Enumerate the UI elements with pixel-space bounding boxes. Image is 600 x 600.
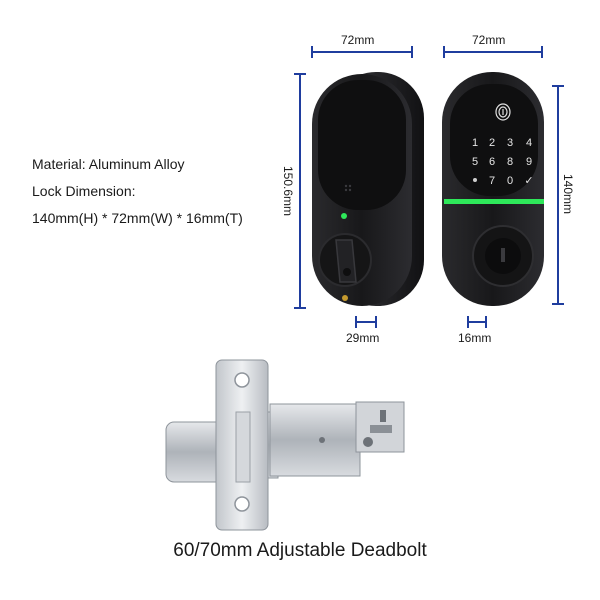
keypad-key[interactable]: 0 — [507, 175, 513, 187]
dimension-value: 140mm(H) * 72mm(W) * 16mm(T) — [32, 210, 243, 226]
front-thickness-label: 29mm — [346, 331, 380, 345]
deadbolt-latch — [165, 359, 405, 531]
keypad-key[interactable]: 3 — [507, 137, 513, 149]
keypad-key[interactable]: 5 — [472, 156, 478, 168]
keypad-key[interactable]: 1 — [472, 137, 478, 149]
keypad-key[interactable]: 7 — [489, 175, 495, 187]
back-thickness-label: 16mm — [458, 331, 492, 345]
key-cylinder-icon — [472, 225, 534, 287]
indicator-bar-icon — [444, 199, 544, 204]
front-height-label: 150.6mm — [281, 165, 295, 217]
keypad-key[interactable]: 9 — [526, 156, 532, 168]
keypad-key[interactable]: 4 — [526, 137, 532, 149]
keypad-key[interactable]: ✓ — [524, 175, 533, 187]
front-lock-unit — [312, 72, 424, 306]
back-height-label: 140mm — [561, 173, 575, 214]
front-width-label: 72mm — [341, 33, 375, 47]
keypad-lock-unit — [442, 72, 544, 306]
dimension-label: Lock Dimension: — [32, 183, 136, 199]
back-width-label: 72mm — [472, 33, 506, 47]
deadbolt-caption: 60/70mm Adjustable Deadbolt — [173, 540, 427, 561]
status-led-icon — [341, 213, 347, 219]
keypad-key[interactable]: 6 — [489, 156, 495, 168]
material-text: Material: Aluminum Alloy — [32, 156, 185, 172]
fingerprint-icon — [495, 103, 511, 121]
thumb-turn-icon — [318, 233, 372, 287]
keypad-key[interactable]: 8 — [507, 156, 513, 168]
screw-icon — [342, 295, 348, 301]
dimension-lines — [294, 46, 564, 328]
keypad-key[interactable]: 2 — [489, 137, 495, 149]
